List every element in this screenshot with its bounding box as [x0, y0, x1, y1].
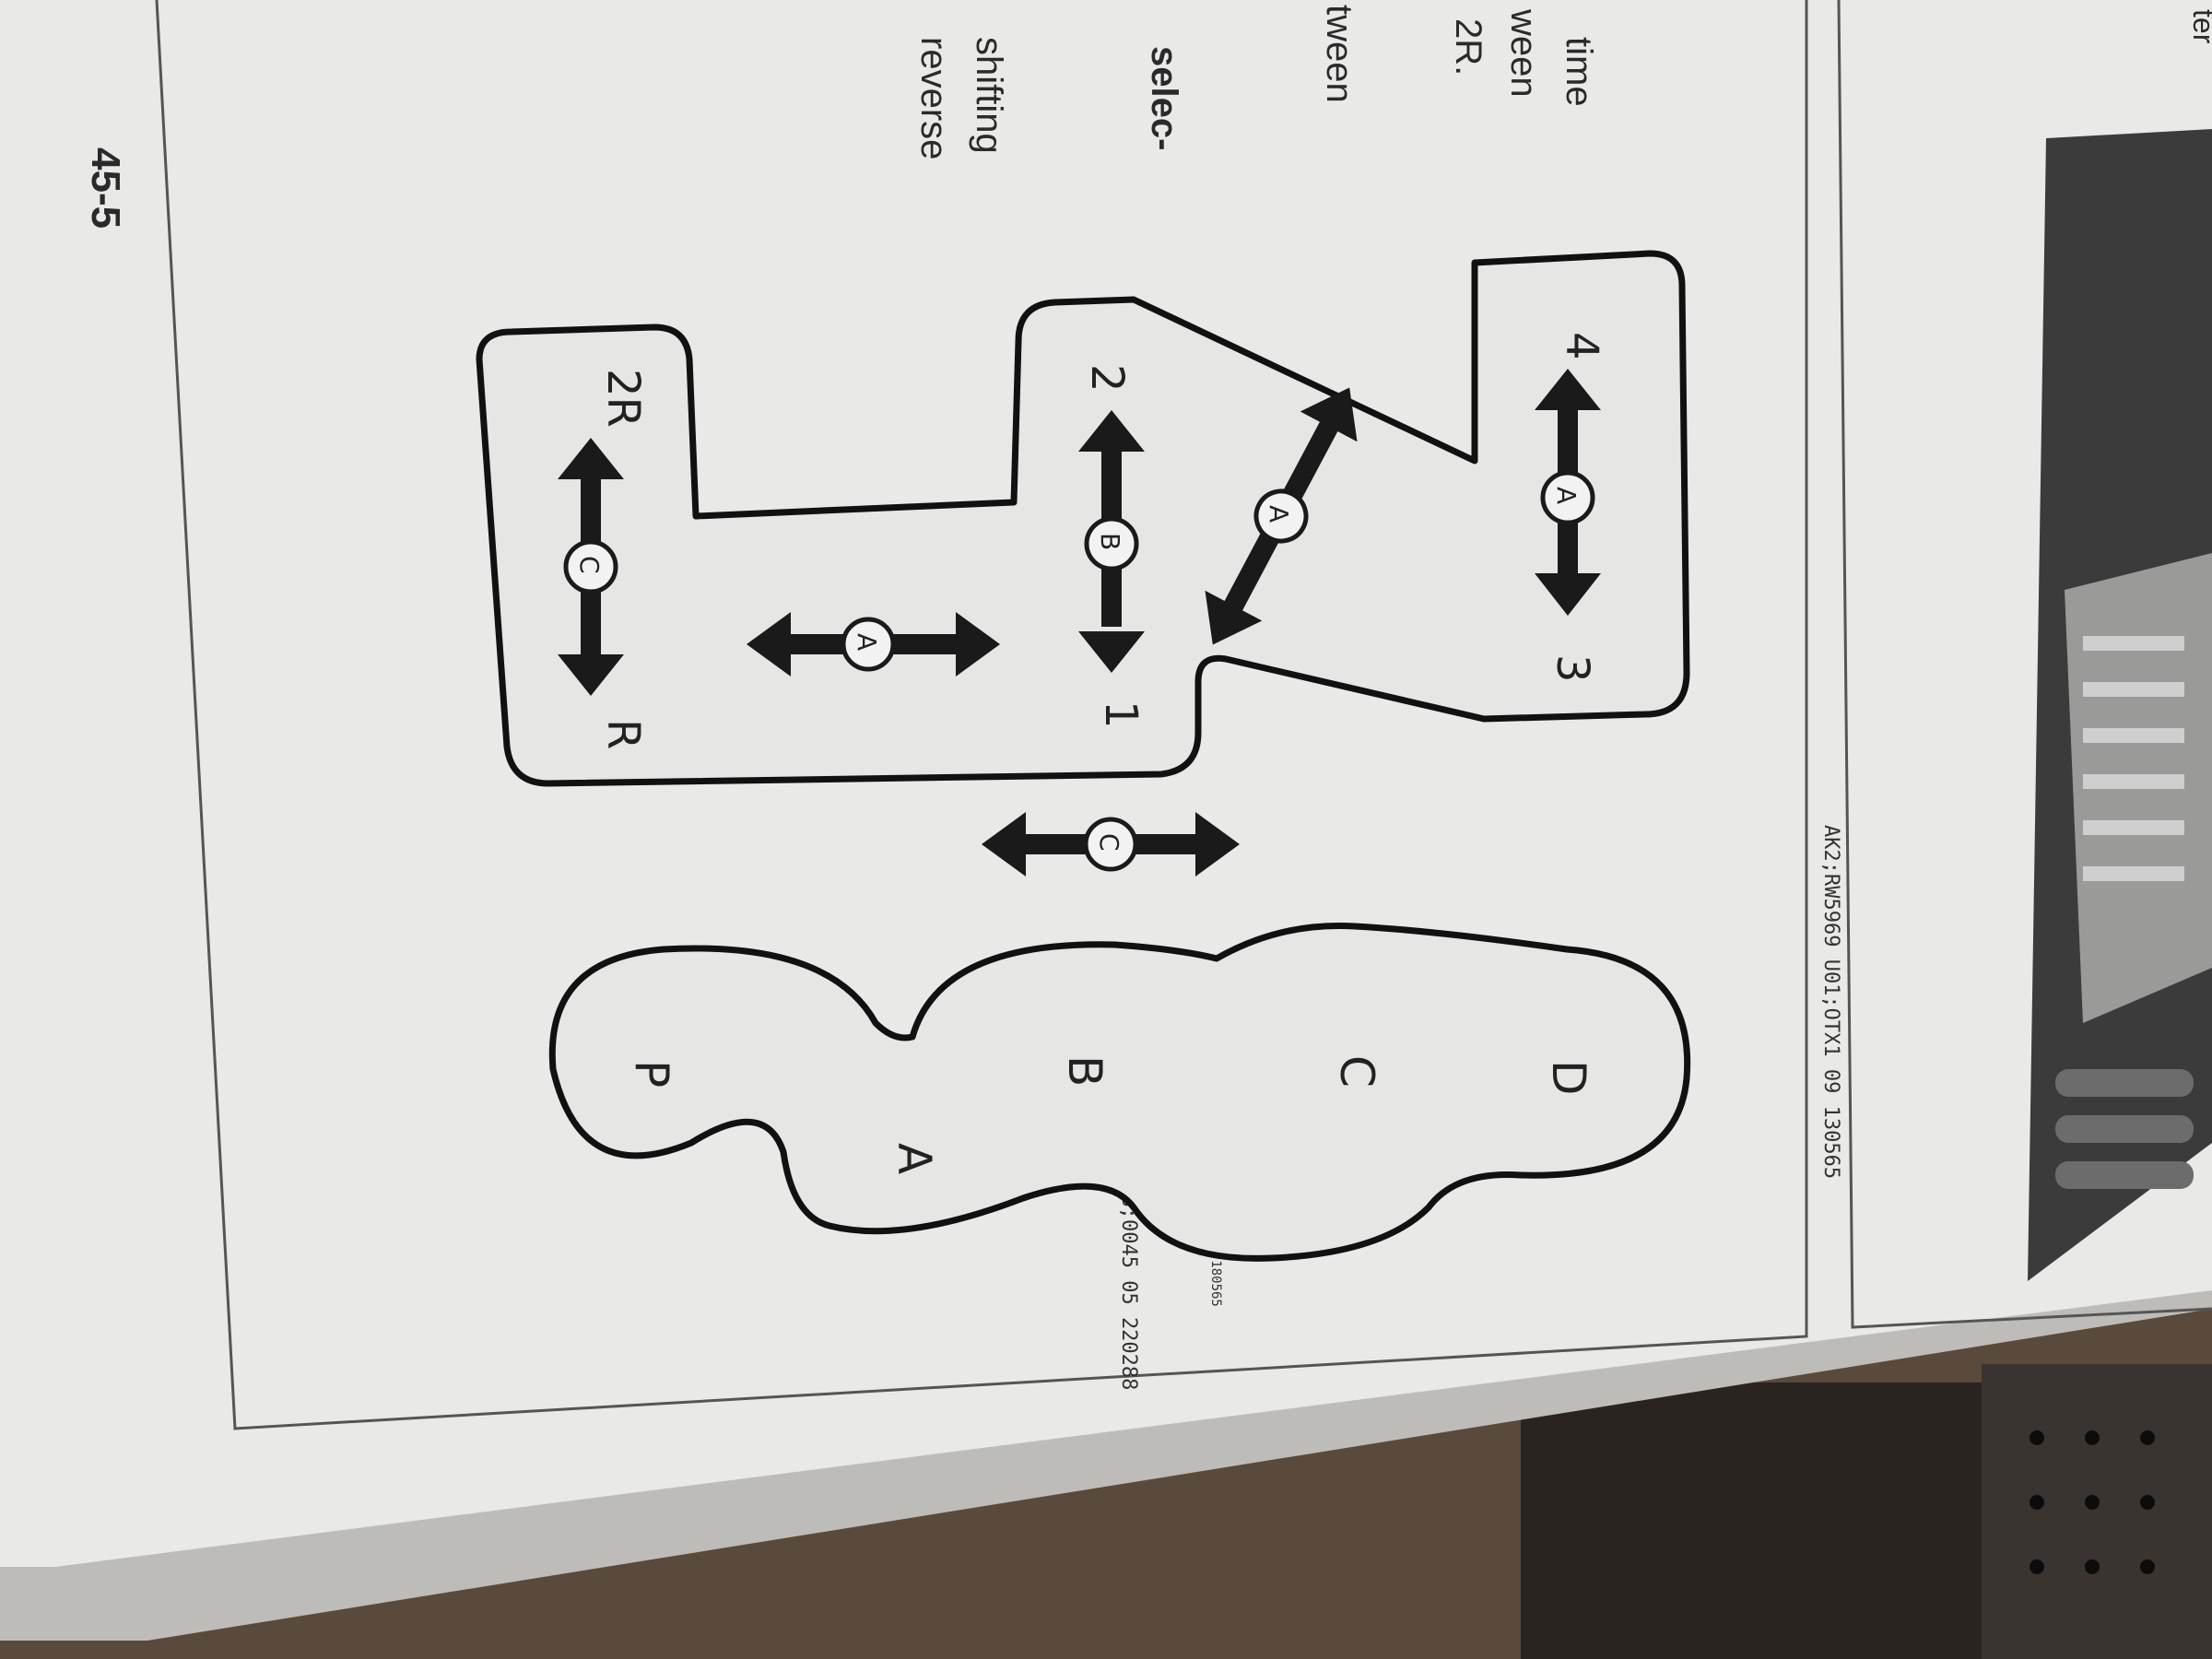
range-label-c: C	[1330, 1055, 1383, 1088]
photo-region: ter	[2028, 9, 2212, 1281]
arrow-c-inner: A	[747, 612, 1000, 677]
arrow-a-middle: B	[1078, 410, 1145, 673]
right-panel-frame	[1837, 0, 2212, 1329]
top-right-fragment: ter	[2187, 9, 2212, 44]
arrow-a-upper: A	[1535, 369, 1601, 616]
arrow-c-outer: C	[982, 812, 1240, 877]
gear-label-2r: 2R	[597, 369, 649, 428]
side-text-5: selec-	[1144, 46, 1184, 150]
gear-label-r: R	[597, 719, 649, 749]
movement-label-a3: C	[574, 556, 605, 574]
range-label-a: A	[888, 1143, 941, 1174]
arrow-a-lower: C	[558, 438, 624, 696]
side-text-1: time	[1559, 37, 1599, 107]
movement-label-a1: A	[1551, 487, 1582, 504]
figure-1-code: AK2;RW5969 U01;OTX1 09 130565	[1819, 825, 1842, 1179]
page-frame	[155, 0, 1808, 1430]
side-text-2: ween	[1503, 8, 1544, 98]
gear-label-3: 3	[1547, 654, 1598, 683]
range-label-b: B	[1058, 1055, 1112, 1087]
movement-label-c1: A	[852, 633, 882, 651]
range-label-d: D	[1542, 1060, 1595, 1096]
side-text-3: 2R.	[1448, 18, 1488, 76]
arrow-b	[1205, 387, 1358, 645]
range-label-p: P	[625, 1060, 678, 1088]
movement-label-a2: B	[1095, 533, 1125, 550]
movement-label-c2: C	[1094, 833, 1124, 852]
pegboard-holes	[2030, 1430, 2155, 1574]
page-number: 45-5	[83, 147, 128, 229]
gear-label-4: 4	[1556, 332, 1607, 360]
manual-page	[0, 0, 2212, 1567]
side-text-4: tween	[1319, 5, 1359, 103]
pegboard	[1982, 1364, 2212, 1659]
range-selector-outline	[548, 922, 1691, 1262]
gear-label-2: 2	[1081, 364, 1133, 393]
side-text-7: reverse	[913, 37, 954, 159]
movement-label-b: A	[1264, 505, 1294, 523]
side-text-6: shifting	[969, 37, 1009, 154]
side-text: time ween 2R. tween selec- shifting reve…	[83, 5, 1599, 229]
shift-gate-outline	[476, 250, 1690, 787]
gear-label-1: 1	[1095, 700, 1147, 729]
